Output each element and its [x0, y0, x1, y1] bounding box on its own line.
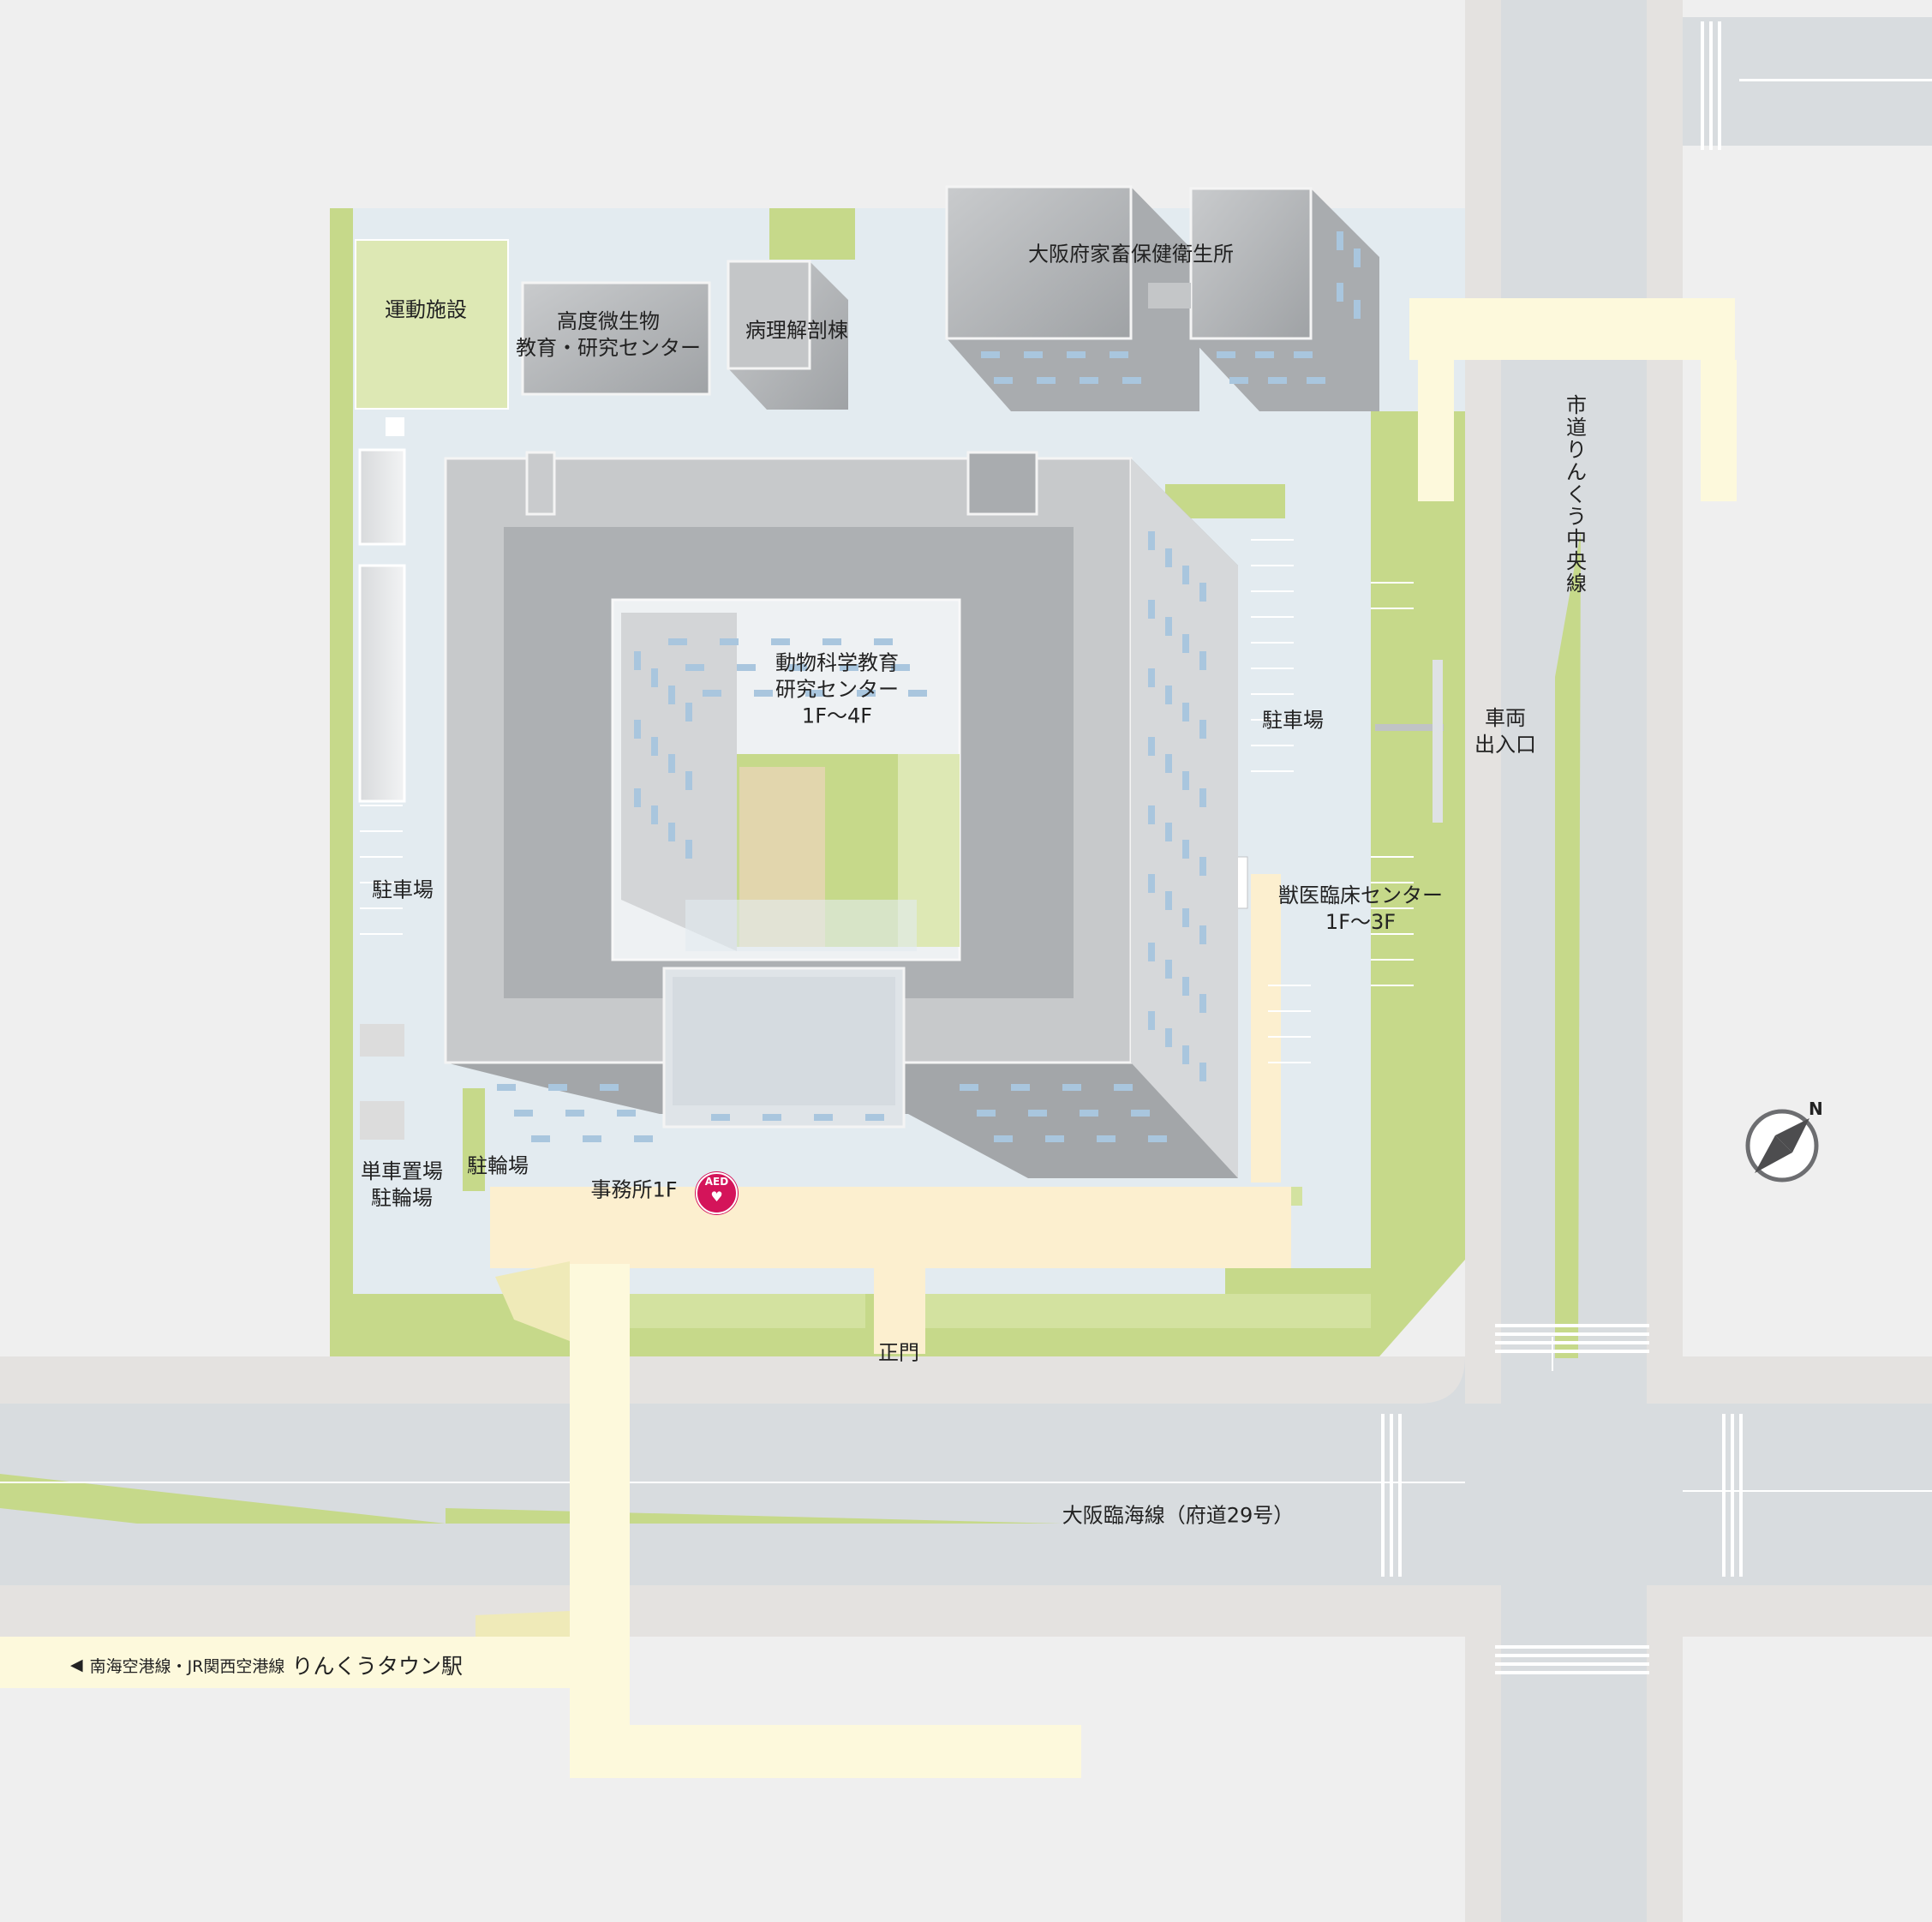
pathology-label: 病理解剖棟: [745, 318, 848, 343]
micro-center-line1: 高度微生物: [557, 309, 660, 333]
micro-center-label: 高度微生物 教育・研究センター: [516, 308, 701, 362]
aed-icon: AED ♥: [696, 1172, 738, 1214]
aed-heart-icon: ♥: [710, 1189, 723, 1205]
station-name: りんくうタウン駅: [291, 1654, 463, 1679]
windows: [497, 231, 1361, 1142]
bicycle-parking-label: 駐輪場: [467, 1153, 529, 1178]
micro-center-line2: 教育・研究センター: [516, 336, 701, 360]
office-label: 事務所1F: [590, 1177, 678, 1202]
animal-science-line2: 研究センター: [775, 677, 899, 702]
city-road-label: 市道りんくう中央線: [1566, 393, 1587, 596]
bike-area-label: 単車置場 駐輪場: [361, 1159, 443, 1212]
vehicle-entrance-line2: 出入口: [1474, 733, 1536, 757]
livestock-office-label: 大阪府家畜保健衛生所: [1028, 242, 1234, 266]
parking-west-label: 駐車場: [372, 877, 434, 902]
pedestrian-bridge: [0, 298, 1737, 1778]
left-arrow-icon: ◀: [70, 1656, 83, 1674]
compass-icon: [1745, 1109, 1819, 1183]
station-directions: ◀ 南海空港線・JR関西空港線 りんくうタウン駅: [70, 1650, 463, 1680]
vet-clinic-line1: 獣医臨床センター: [1278, 883, 1443, 907]
bike-area-line2: 駐輪場: [371, 1186, 433, 1210]
sports-facility-label: 運動施設: [385, 297, 467, 322]
main-gate-label: 正門: [878, 1340, 919, 1365]
aed-label: AED: [704, 1176, 729, 1188]
vehicle-entrance-label: 車両 出入口: [1474, 705, 1536, 758]
animal-science-line1: 動物科学教育: [775, 650, 899, 675]
highway-label: 大阪臨海線（府道29号）: [1062, 1503, 1295, 1528]
vehicle-entrance-line1: 車両: [1485, 706, 1526, 730]
bike-area-line1: 単車置場: [361, 1159, 443, 1183]
vet-clinic-floors: 1F〜3F: [1325, 910, 1397, 934]
vet-clinic-label: 獣医臨床センター 1F〜3F: [1278, 883, 1443, 936]
parking-east-label: 駐車場: [1262, 708, 1324, 733]
station-lines: 南海空港線・JR関西空港線: [89, 1656, 285, 1676]
animal-science-center-label: 動物科学教育 研究センター 1F〜4F: [775, 650, 899, 730]
compass-north-label: N: [1809, 1099, 1823, 1119]
building-shapes: [358, 185, 1379, 1178]
animal-science-floors: 1F〜4F: [801, 704, 873, 728]
